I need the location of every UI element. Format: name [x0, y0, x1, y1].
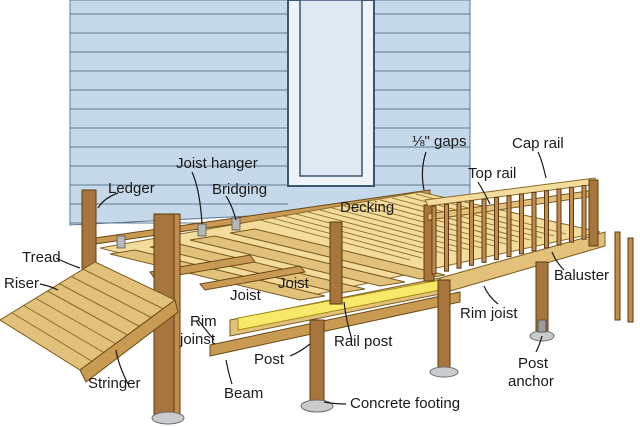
label-rim-joinst: Rim joinst: [179, 313, 221, 348]
leader-rim-joinst: [197, 319, 215, 341]
baluster: [569, 186, 574, 243]
rail-end-post: [588, 179, 599, 247]
leader-lines: [39, 151, 565, 405]
baluster: [519, 193, 524, 255]
footing-2: [300, 399, 334, 413]
stair-tread: [71, 276, 152, 318]
leader-stringer: [115, 349, 129, 385]
leader-post-anchor: [535, 335, 543, 353]
beam-board: [209, 291, 461, 357]
decking-board: [283, 215, 435, 257]
ledger-post: [81, 189, 97, 271]
leader-gaps: [421, 151, 427, 191]
leader-bridging: [225, 195, 237, 221]
leader-beam: [225, 359, 233, 385]
label-stringer: Stringer: [88, 375, 141, 392]
label-cap-rail: Cap rail: [512, 135, 564, 152]
bridging-block-2: [199, 265, 306, 291]
decking-board: [367, 201, 519, 243]
leader-riser: [39, 283, 59, 291]
label-baluster: Baluster: [554, 267, 609, 284]
loose-baluster-2: [627, 237, 634, 323]
label-tread: Tread: [22, 249, 61, 266]
rail-post: [329, 221, 343, 305]
house-wall: [69, 0, 471, 226]
stair-tread: [23, 305, 105, 353]
stairs: [0, 261, 179, 383]
door-glass: [299, 0, 363, 177]
leader-post: [289, 343, 311, 357]
leader-top-rail: [477, 181, 491, 205]
label-gaps: ⅛" gaps: [412, 133, 467, 150]
label-joist-left: Joist: [230, 287, 262, 304]
leader-rim-joist: [483, 285, 499, 305]
leader-ledger: [97, 192, 119, 209]
footing-1: [151, 411, 185, 425]
stringer-board: [79, 299, 179, 383]
label-rail-post: Rail post: [334, 333, 393, 350]
stair-tread: [59, 283, 140, 327]
decking-board: [271, 217, 423, 259]
leader-tread: [55, 257, 81, 269]
label-bridging: Bridging: [212, 181, 267, 198]
leader-cap-rail: [537, 151, 547, 179]
baluster: [506, 195, 512, 258]
stair-tread: [11, 312, 93, 362]
label-post: Post: [254, 351, 285, 368]
joist-hanger-1: [116, 235, 126, 249]
baluster: [444, 203, 449, 272]
baluster: [544, 190, 549, 249]
stair-tread: [35, 297, 116, 345]
decking-board: [391, 197, 543, 239]
loose-baluster-1: [614, 231, 621, 321]
label-joist-hanger: Joist hanger: [176, 155, 258, 172]
leader-rail-post: [343, 301, 353, 341]
label-riser: Riser: [4, 275, 39, 292]
joist-hanger-2: [197, 223, 207, 237]
label-concrete-footing: Concrete footing: [350, 395, 460, 412]
label-joist-right: Joist: [278, 275, 310, 292]
footing-3: [429, 366, 459, 378]
post-anchor-bracket: [537, 319, 547, 333]
baluster: [481, 198, 487, 263]
label-ledger: Ledger: [108, 180, 155, 197]
baluster: [494, 197, 499, 260]
post-front-mid: [309, 319, 325, 403]
label-top-rail: Top rail: [468, 165, 516, 182]
support-posts: [151, 213, 555, 425]
decking-board: [295, 213, 447, 255]
decking-board: [379, 199, 531, 241]
baluster: [581, 185, 587, 240]
leader-joist-hanger: [191, 171, 203, 225]
post-back-mid: [437, 279, 451, 371]
baluster: [531, 191, 537, 252]
label-decking: Decking: [340, 199, 394, 216]
labels: Ledger Joist hanger Bridging ⅛" gaps Cap…: [4, 133, 609, 412]
baluster: [431, 205, 437, 275]
stair-tread: [82, 268, 164, 310]
baluster: [556, 188, 562, 246]
label-rim-joist: Rim joist: [460, 305, 518, 322]
joist-3: [189, 235, 406, 287]
baluster: [469, 200, 474, 266]
railing: [424, 177, 634, 323]
baluster: [456, 202, 462, 269]
label-post-anchor: Post anchor: [508, 355, 554, 390]
stair-tread: [47, 290, 128, 336]
leader-concrete-footing: [323, 401, 347, 405]
leader-baluster: [551, 251, 565, 271]
label-beam: Beam: [224, 385, 263, 402]
